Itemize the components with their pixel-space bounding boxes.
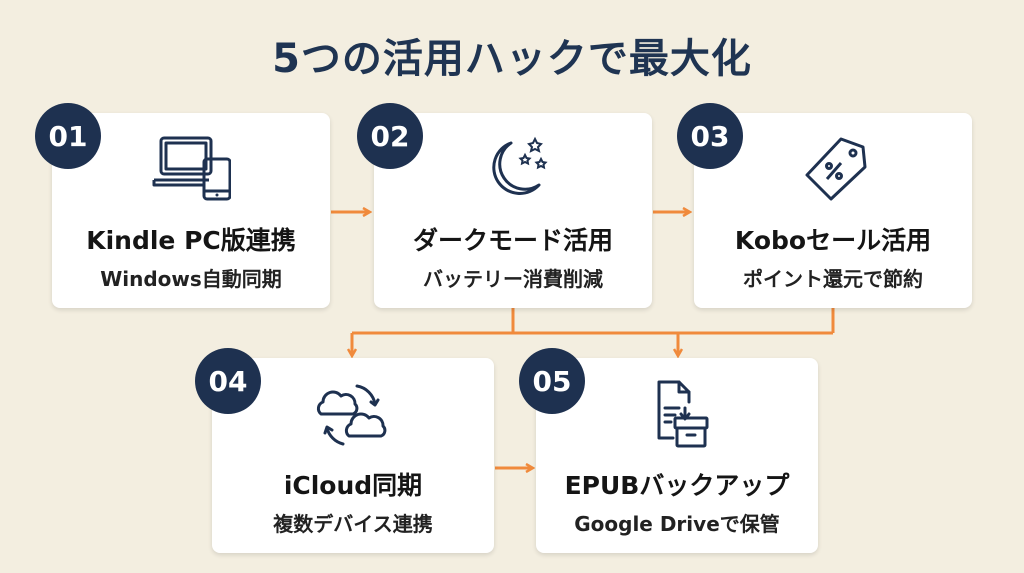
step-subtitle: バッテリー消費削減 [423, 267, 603, 291]
moon-stars-icon [492, 136, 548, 195]
step-subtitle: Windows自動同期 [100, 267, 282, 291]
cloud-sync-icon [316, 384, 387, 446]
laptop-tablet-icon [152, 136, 231, 201]
step-number-badge: 01 [35, 103, 101, 169]
step-number-badge: 03 [677, 103, 743, 169]
step-subtitle: 複数デバイス連携 [273, 512, 433, 536]
step-title: ダークモード活用 [412, 226, 613, 255]
step-number-badge: 02 [357, 103, 423, 169]
step-number-badge: 04 [195, 348, 261, 414]
step-title: Koboセール活用 [734, 226, 932, 255]
step-title: EPUBバックアップ [564, 471, 790, 500]
price-tag-icon [805, 137, 867, 201]
step-title: iCloud同期 [283, 471, 423, 500]
document-archive-icon [657, 380, 709, 448]
page-title: 5つの活用ハックで最大化 [272, 36, 752, 82]
step-number-badge: 05 [519, 348, 585, 414]
step-subtitle: Google Driveで保管 [574, 512, 780, 536]
step-subtitle: ポイント還元で節約 [743, 267, 923, 291]
step-title: Kindle PC版連携 [86, 226, 296, 255]
